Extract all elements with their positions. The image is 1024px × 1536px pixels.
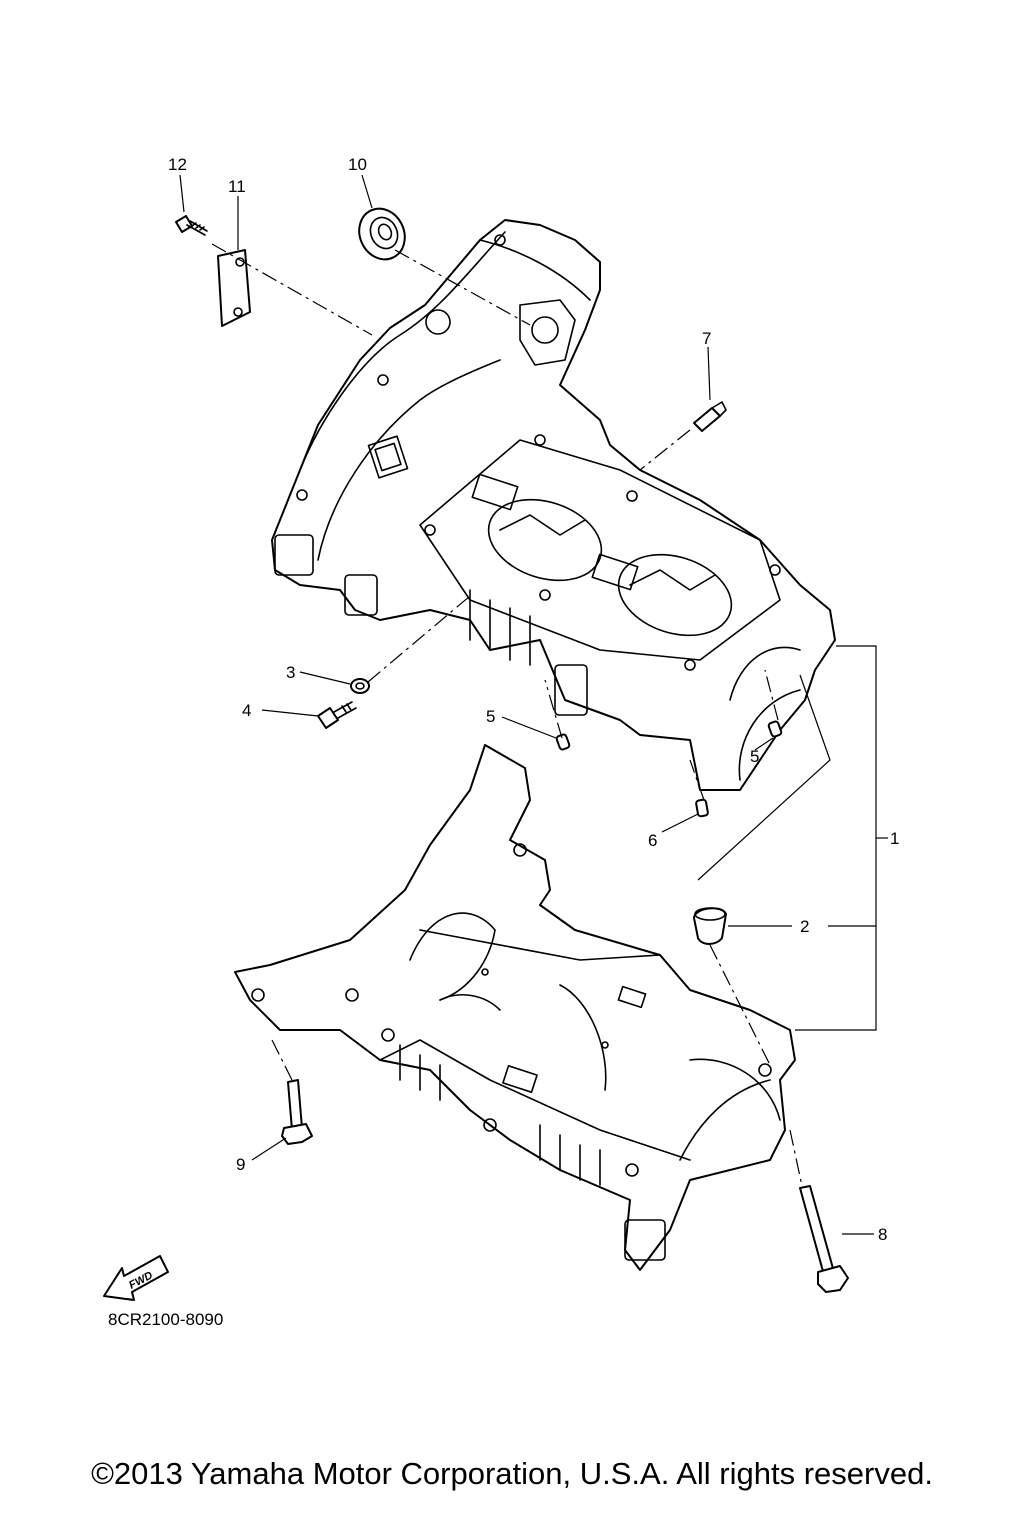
assembly-centerlines bbox=[211, 243, 803, 1187]
callout-12: 12 bbox=[168, 155, 187, 174]
leader-lines bbox=[179, 174, 888, 1235]
callout-5-right: 5 bbox=[750, 747, 759, 766]
part-8-bolt bbox=[799, 1185, 849, 1293]
callout-3: 3 bbox=[286, 663, 295, 682]
part-7-pin bbox=[693, 401, 727, 432]
copyright-notice: ©2013 Yamaha Motor Corporation, U.S.A. A… bbox=[91, 1456, 933, 1491]
callout-1: 1 bbox=[890, 829, 899, 848]
lower-crankcase bbox=[234, 744, 796, 1271]
part-10-bearing bbox=[358, 207, 406, 261]
callout-8: 8 bbox=[878, 1225, 887, 1244]
part-5-dowel-b bbox=[767, 720, 783, 738]
part-6-dowel bbox=[695, 798, 709, 818]
callout-2: 2 bbox=[800, 917, 809, 936]
callout-5-left: 5 bbox=[486, 707, 495, 726]
diagram-code: 8CR2100-8090 bbox=[108, 1310, 224, 1329]
callout-labels: 12 11 10 7 3 4 5 5 6 1 2 9 8 bbox=[168, 155, 899, 1244]
callout-4: 4 bbox=[242, 701, 251, 720]
part-2-plug bbox=[693, 907, 727, 945]
part-12-bolt bbox=[175, 215, 208, 236]
part-5-dowel-a bbox=[555, 733, 571, 751]
part-3-washer bbox=[350, 678, 370, 694]
callout-10: 10 bbox=[348, 155, 367, 174]
forward-arrow-icon: FWD bbox=[103, 1255, 169, 1301]
callout-11: 11 bbox=[228, 177, 246, 196]
callout-7: 7 bbox=[702, 329, 711, 348]
callout-9: 9 bbox=[236, 1155, 245, 1174]
part-4-bolt bbox=[317, 701, 357, 729]
part-9-bolt bbox=[281, 1079, 313, 1145]
upper-crankcase bbox=[271, 219, 836, 791]
callout-6: 6 bbox=[648, 831, 657, 850]
part-11-bracket bbox=[217, 249, 251, 327]
